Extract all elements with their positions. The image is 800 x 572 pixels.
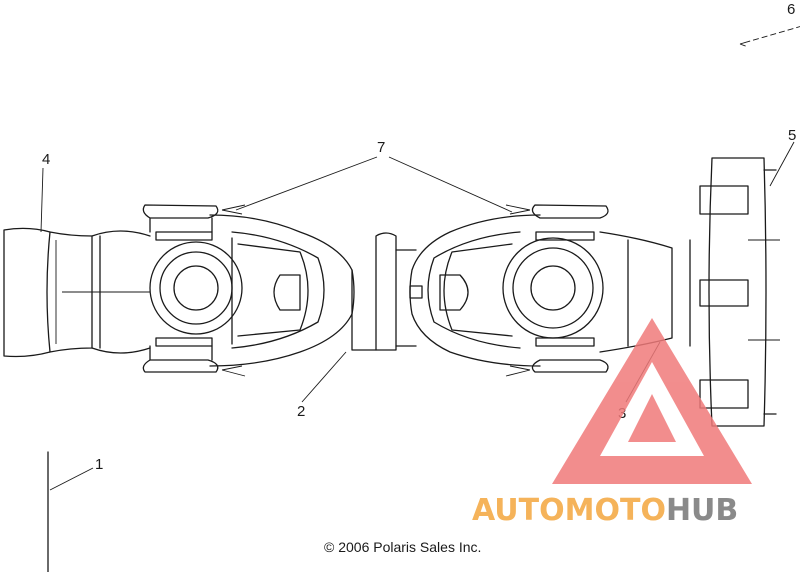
callout-2: 2 xyxy=(297,403,305,420)
right-weld-yoke xyxy=(409,204,541,377)
left-slip-yoke xyxy=(3,227,151,358)
center-shaft xyxy=(351,232,417,351)
watermark-text-part2: HUB xyxy=(666,493,738,528)
watermark-logo-icon xyxy=(552,318,752,484)
left-universal-joint xyxy=(142,204,243,373)
callout-6: 6 xyxy=(787,1,795,18)
companion-flange xyxy=(699,157,780,427)
watermark-text: AUTOMOTOHUB xyxy=(472,493,738,528)
copyright-text: © 2006 Polaris Sales Inc. xyxy=(324,539,481,555)
left-weld-yoke xyxy=(209,204,355,377)
callout-7: 7 xyxy=(377,139,385,156)
right-universal-joint xyxy=(502,204,609,373)
callout-5: 5 xyxy=(788,127,796,144)
watermark-text-part1: AUTOMOTO xyxy=(472,493,666,528)
callout-4: 4 xyxy=(42,151,50,168)
callout-1: 1 xyxy=(95,456,103,473)
right-flange-yoke xyxy=(599,231,691,353)
